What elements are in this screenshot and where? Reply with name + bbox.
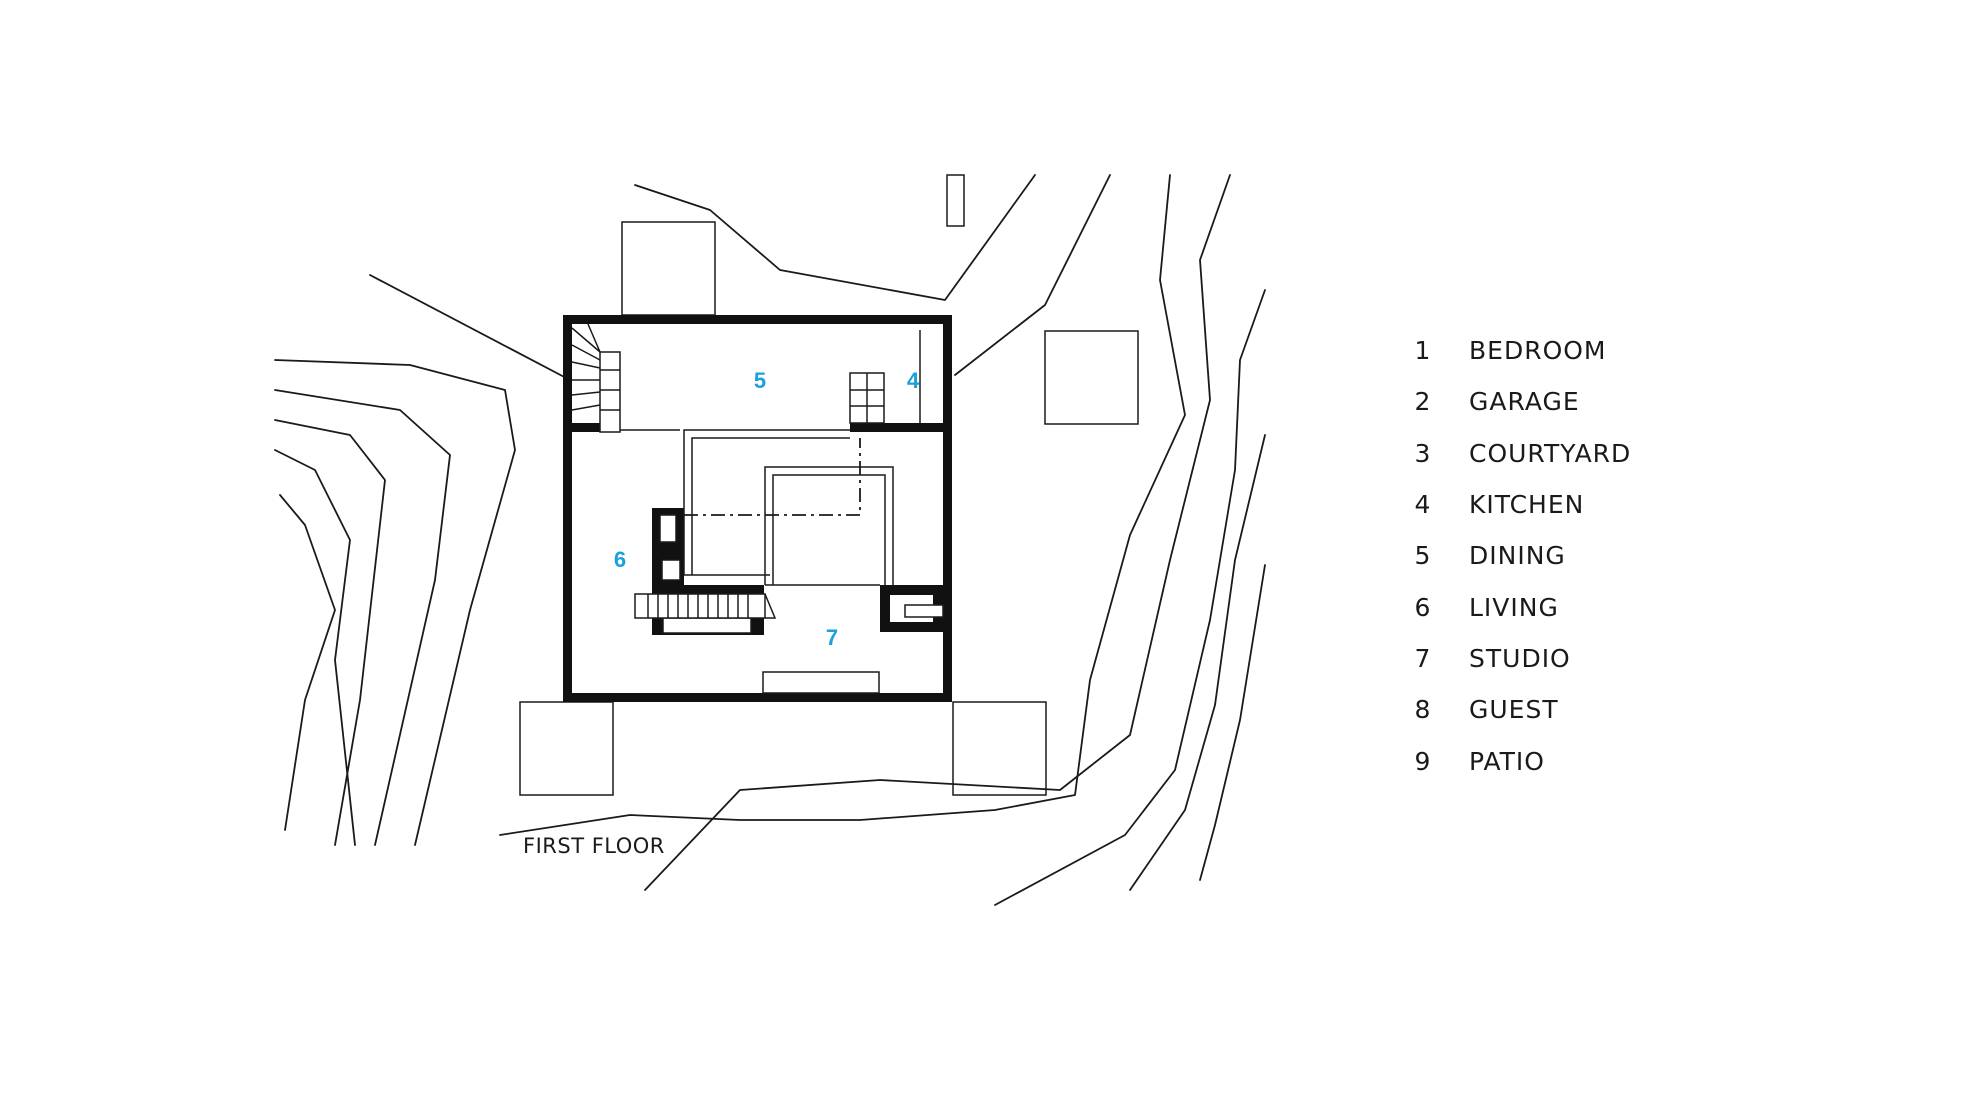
room-labels: 5 4 6 7 xyxy=(614,368,920,650)
legend-room-name: DINING xyxy=(1469,541,1566,571)
contour-line xyxy=(274,419,386,846)
legend-room-name: LIVING xyxy=(1469,592,1559,622)
legend-number: 4 xyxy=(1414,490,1432,520)
floor-label: FIRST FLOOR xyxy=(523,834,665,858)
stair-arrow xyxy=(764,593,777,619)
stair-landing xyxy=(599,351,621,433)
stair-winders xyxy=(571,323,601,411)
living-counter xyxy=(661,559,681,581)
studio-closet-wall xyxy=(880,585,943,632)
outbuilding-box-southeast xyxy=(952,701,1047,796)
site-contours xyxy=(274,174,1266,906)
legend-room-name: BEDROOM xyxy=(1469,336,1607,366)
studio-desk xyxy=(762,671,880,694)
glazing-line xyxy=(764,466,894,585)
contour-line xyxy=(274,389,451,846)
straight-staircase xyxy=(634,593,777,619)
legend-item: 1 BEDROOM xyxy=(1405,325,1631,376)
legend-number: 2 xyxy=(1414,387,1432,417)
interior-wall-dining xyxy=(572,423,620,432)
legend-number: 3 xyxy=(1414,438,1432,468)
spiral-staircase xyxy=(571,323,621,433)
legend-number: 5 xyxy=(1414,541,1432,571)
room-legend: 1 BEDROOM 2 GARAGE 3 COURTYARD 4 KITCHEN 5 DINING… xyxy=(1405,325,1631,787)
contour-line xyxy=(644,174,1231,891)
legend-room-name: PATIO xyxy=(1469,746,1545,776)
outbuilding-box-north xyxy=(621,221,716,316)
studio-bench xyxy=(662,617,752,634)
contour-line xyxy=(954,174,1111,376)
room-label-dining: 5 xyxy=(754,368,766,393)
legend-item: 3 COURTYARD xyxy=(1405,428,1631,479)
legend-item: 4 KITCHEN xyxy=(1405,479,1631,530)
glazing-line xyxy=(683,429,850,575)
stair-outline xyxy=(634,593,766,619)
legend-room-name: STUDIO xyxy=(1469,643,1571,673)
closet-opening xyxy=(904,604,944,618)
legend-room-name: GARAGE xyxy=(1469,387,1580,417)
outbuilding-box-southwest xyxy=(519,701,614,796)
legend-item: 2 GARAGE xyxy=(1405,376,1631,427)
glazing-line xyxy=(772,474,886,585)
contour-line xyxy=(369,274,571,381)
roof-overhang-line xyxy=(684,438,861,516)
outbuilding-box-east xyxy=(1044,330,1139,425)
contour-line xyxy=(634,174,1036,301)
legend-number: 6 xyxy=(1414,592,1432,622)
legend-room-name: GUEST xyxy=(1469,695,1559,725)
interior-wall-kitchen xyxy=(850,423,943,432)
contour-line xyxy=(1199,564,1266,881)
legend-number: 8 xyxy=(1414,695,1432,725)
legend-number: 7 xyxy=(1414,643,1432,673)
room-label-kitchen: 4 xyxy=(907,368,920,393)
room-label-studio: 7 xyxy=(826,625,838,650)
legend-item: 9 PATIO xyxy=(1405,735,1631,786)
legend-item: 6 LIVING xyxy=(1405,581,1631,632)
legend-number: 9 xyxy=(1414,746,1432,776)
stair-treads xyxy=(647,594,749,618)
legend-number: 1 xyxy=(1414,336,1432,366)
legend-item: 5 DINING xyxy=(1405,530,1631,581)
contour-line xyxy=(994,289,1266,906)
contour-line xyxy=(1129,434,1266,891)
room-label-living: 6 xyxy=(614,547,626,572)
post-marker xyxy=(946,174,965,227)
courtyard-outline xyxy=(683,429,894,585)
contour-line xyxy=(274,449,356,846)
living-fixture xyxy=(659,514,677,543)
legend-room-name: COURTYARD xyxy=(1469,438,1632,468)
legend-room-name: KITCHEN xyxy=(1469,490,1585,520)
contour-line xyxy=(499,174,1186,836)
legend-item: 8 GUEST xyxy=(1405,684,1631,735)
kitchen-cabinet xyxy=(849,372,885,424)
contour-line xyxy=(279,494,336,831)
glazing-line xyxy=(691,437,850,575)
contour-line xyxy=(274,359,516,846)
legend-item: 7 STUDIO xyxy=(1405,633,1631,684)
